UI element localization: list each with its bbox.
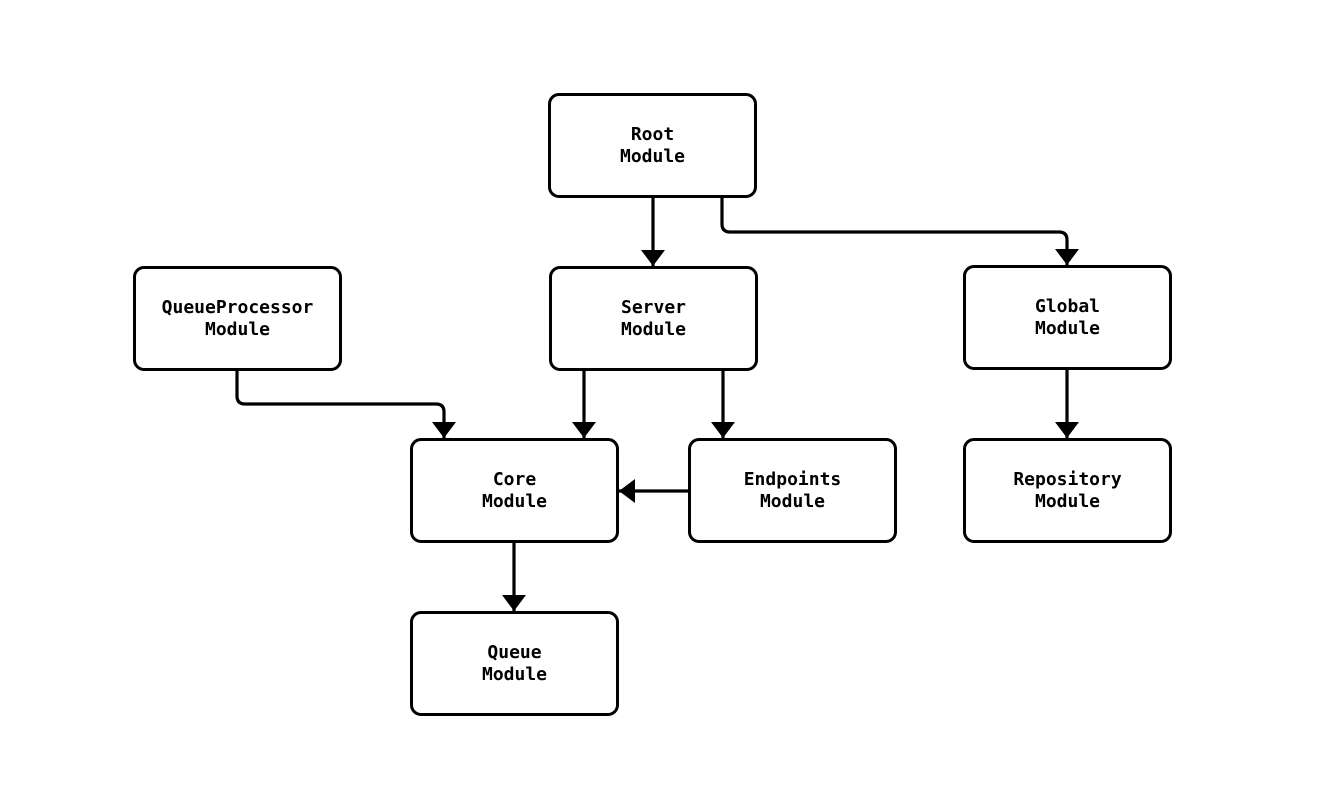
- edges-group: [235, 198, 1079, 611]
- node-label: Core Module: [481, 468, 548, 512]
- node-label: Global Module: [1034, 295, 1101, 339]
- node-label: Queue Module: [481, 641, 548, 685]
- node-global: Global Module: [963, 265, 1172, 370]
- node-label: Repository Module: [1013, 468, 1122, 512]
- node-root: Root Module: [548, 93, 757, 198]
- edge-queueprocessor-to-core: [235, 371, 456, 438]
- node-endpoints: Endpoints Module: [688, 438, 897, 543]
- node-core: Core Module: [410, 438, 619, 543]
- node-label: Endpoints Module: [743, 468, 842, 512]
- node-repository: Repository Module: [963, 438, 1172, 543]
- edge-root-to-global: [720, 198, 1079, 265]
- node-label: Server Module: [620, 296, 687, 340]
- node-label: QueueProcessor Module: [161, 296, 314, 340]
- node-label: Root Module: [619, 123, 686, 167]
- node-server: Server Module: [549, 266, 758, 371]
- node-queue: Queue Module: [410, 611, 619, 716]
- node-queueprocessor: QueueProcessor Module: [133, 266, 342, 371]
